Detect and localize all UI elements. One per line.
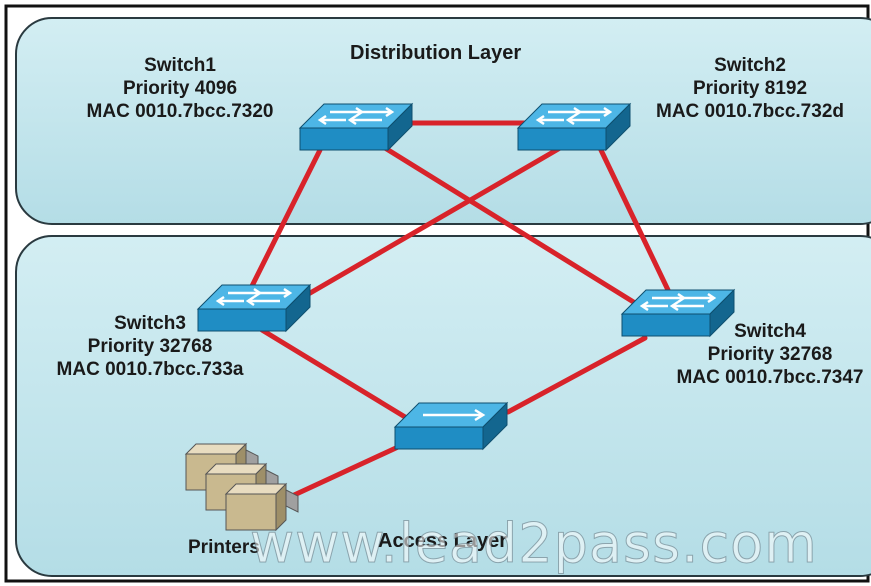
switch2-label: Switch2 Priority 8192 MAC 0010.7bcc.732d: [630, 54, 870, 123]
printers-icon: [184, 442, 299, 532]
watermark: www.lead2pass.com: [250, 512, 818, 576]
switch1-label: Switch1 Priority 4096 MAC 0010.7bcc.7320: [60, 54, 300, 123]
link-switch4-access: [505, 335, 648, 415]
switch4-mac: MAC 0010.7bcc.7347: [676, 367, 864, 388]
printers-label: Printers: [188, 537, 260, 558]
switch4-name: Switch4: [734, 321, 806, 342]
switch2-icon: [516, 102, 632, 152]
switch2-name: Switch2: [714, 55, 786, 76]
link-switch2-switch4: [597, 145, 671, 293]
switch2-priority: Priority 8192: [692, 78, 808, 99]
access-layer-title: Access Layer: [378, 530, 507, 552]
access-switch-icon: [393, 401, 509, 451]
switch3-icon: [196, 283, 312, 333]
links: [247, 120, 671, 499]
link-switch3-access: [259, 327, 413, 423]
switch3-mac: MAC 0010.7bcc.733a: [56, 359, 244, 380]
distribution-layer-title: Distribution Layer: [350, 42, 522, 64]
switch3-priority: Priority 32768: [87, 336, 213, 357]
switch3-label: Switch3 Priority 32768 MAC 0010.7bcc.733…: [30, 312, 270, 381]
switch4-priority: Priority 32768: [707, 344, 833, 365]
switch3-name: Switch3: [114, 313, 186, 334]
link-switch2-switch3: [302, 145, 563, 299]
switch1-mac: MAC 0010.7bcc.7320: [86, 101, 274, 122]
link-access-printers: [289, 444, 401, 499]
link-switch1-switch4: [382, 145, 643, 309]
switch1-icon: [298, 102, 414, 152]
switch1-priority: Priority 4096: [122, 78, 238, 99]
switch4-icon: [620, 288, 736, 338]
switch2-mac: MAC 0010.7bcc.732d: [656, 101, 844, 122]
switch4-label: Switch4 Priority 32768 MAC 0010.7bcc.734…: [650, 320, 871, 389]
switch1-name: Switch1: [144, 55, 216, 76]
link-switch1-switch3: [247, 147, 323, 293]
